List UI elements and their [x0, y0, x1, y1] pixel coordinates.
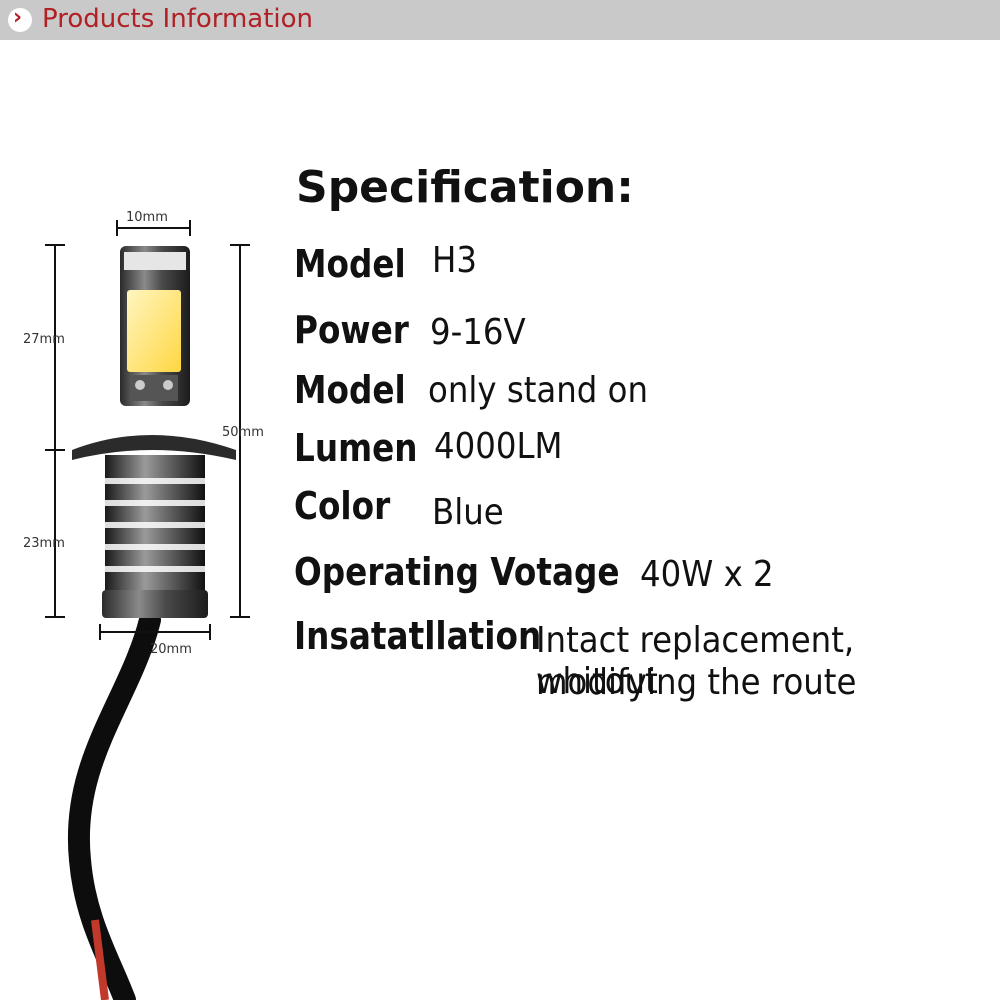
dim-base-width: 20mm — [150, 642, 192, 657]
spec-value-color: Blue — [432, 492, 504, 533]
spec-label-power: Power — [294, 308, 409, 352]
spec-value-model: H3 — [432, 240, 477, 281]
spec-value-model-2: only stand on — [428, 370, 649, 411]
spec-value-power: 9-16V — [430, 312, 526, 353]
chevron-right-icon: › — [8, 5, 32, 32]
spec-label-installation: Insatatllation — [294, 614, 542, 658]
dim-total-height: 50mm — [222, 425, 264, 440]
cable — [67, 609, 161, 1000]
dim-lower-height: 23mm — [23, 536, 65, 551]
spec-value-installation-2: modifying the route — [536, 662, 857, 703]
spec-label-color: Color — [294, 484, 391, 528]
spec-label-model-2: Model — [294, 368, 406, 412]
dim-width-top: 10mm — [126, 210, 168, 225]
spec-title: Specification: — [296, 162, 634, 213]
spec-value-operating-votage: 40W x 2 — [640, 554, 774, 595]
header-bar: › Products Information — [0, 0, 1000, 40]
led-chip — [127, 290, 181, 372]
dimension-lines — [45, 220, 250, 640]
spec-label-lumen: Lumen — [294, 426, 418, 470]
spec-value-installation: Intact replacement, whitout — [536, 620, 855, 702]
led-bulb-image — [45, 220, 250, 1000]
red-wire — [91, 919, 109, 1000]
dim-upper-height: 27mm — [23, 332, 65, 347]
spec-label-operating-votage: Operating Votage — [294, 550, 620, 594]
flange — [72, 435, 236, 460]
spec-value-lumen: 4000LM — [434, 426, 563, 467]
spec-label-model: Model — [294, 242, 406, 286]
page-title: Products Information — [42, 4, 314, 34]
